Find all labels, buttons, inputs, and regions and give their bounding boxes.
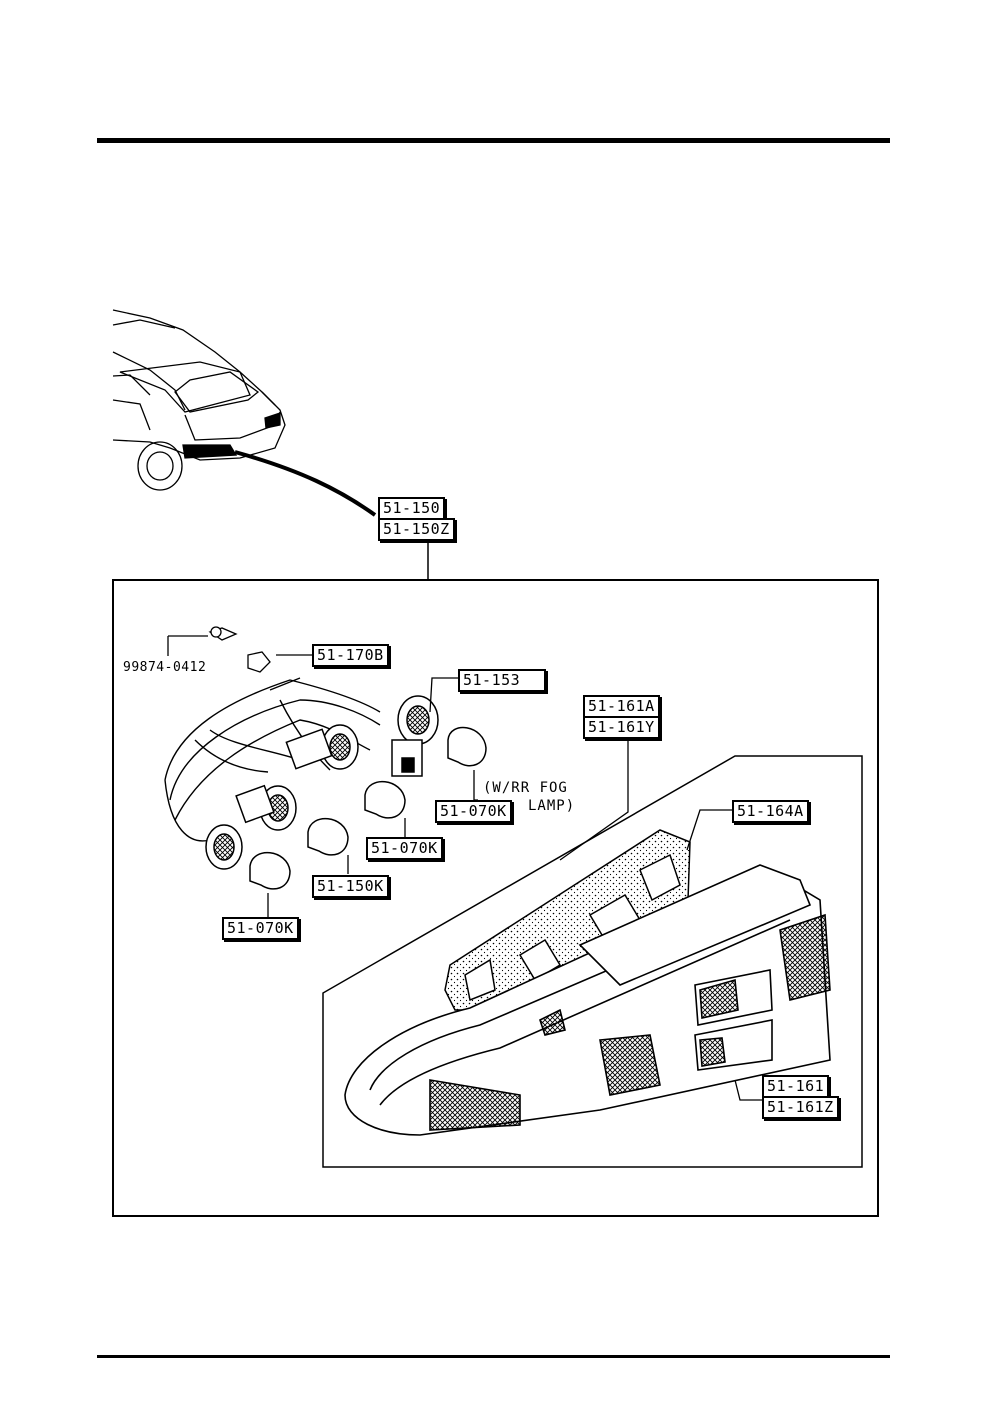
outer-frame [112,579,879,1217]
callout-lens-top-1: 51-161A [583,695,660,718]
callout-screw: 99874-0412 [123,660,207,675]
callout-lens-body-2: 51-161Z [762,1096,839,1119]
gasket [444,829,691,1011]
car-rear-illustration [112,309,377,517]
bulbs [249,726,487,890]
lamp-region [322,755,863,1168]
screw-bracket [167,626,312,673]
callout-lens-top-2: 51-161Y [583,716,660,739]
callout-lamp-assy-1: 51-150 [378,497,446,520]
bottom-rule [97,1355,890,1358]
callout-bulb-fog: 51-070K [435,800,512,823]
fog-note-line-2: LAMP) [528,798,576,814]
callout-bracket: 51-170B [312,644,389,667]
callout-bulb-bottom: 51-070K [222,917,299,940]
callout-lamp-assy-2: 51-150Z [378,518,455,541]
callout-bulb-mid: 51-070K [366,837,443,860]
callout-lens-body-1: 51-161 [762,1075,830,1098]
bulb-sockets [205,695,439,870]
callout-bulb-small: 51-150K [312,875,389,898]
callout-gasket: 51-164A [732,800,809,823]
lamp-lens [344,864,831,1136]
callout-socket-fog: 51-153 [458,669,546,692]
fog-note-line-1: (W/RR FOG [483,780,568,796]
top-rule [97,138,890,143]
